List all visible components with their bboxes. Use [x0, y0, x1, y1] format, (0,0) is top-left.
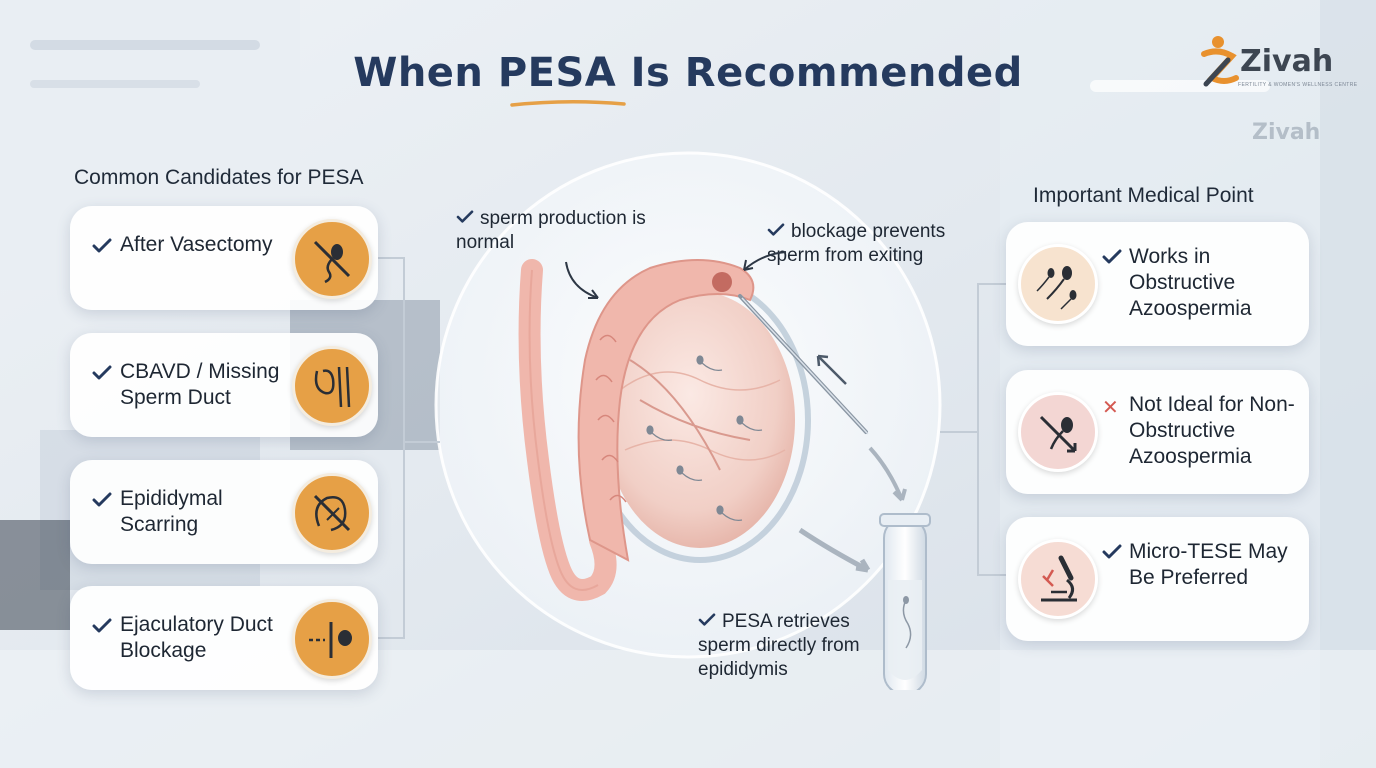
blocked-duct-icon — [292, 599, 372, 679]
annotation-text: sperm production is normal — [456, 208, 646, 253]
logo-name: Zivah — [1240, 44, 1334, 79]
sperm-group-icon — [1018, 244, 1098, 324]
candidate-card-vasectomy: After Vasectomy — [70, 206, 378, 310]
annotation-text: PESA retrieves sperm directly from epidi… — [698, 611, 860, 680]
testis-epididymis-illustration — [518, 259, 931, 690]
candidate-card-cbavd: CBAVD / Missing Sperm Duct — [70, 333, 378, 437]
candidate-label: After Vasectomy — [120, 233, 273, 256]
crossed-sperm-icon — [1018, 392, 1098, 472]
blockage-site — [712, 272, 732, 292]
medical-point-card-obstructive: Works in Obstructive Azoospermia — [1006, 222, 1309, 346]
title-accent: PESA — [497, 50, 617, 96]
candidate-label: Ejaculatory Duct Blockage — [120, 613, 273, 662]
check-icon — [92, 238, 112, 253]
medical-point-label: Works in Obstructive Azoospermia — [1129, 245, 1252, 320]
to-tube-arrow — [868, 446, 904, 501]
title-underline — [510, 99, 626, 107]
medical-point-card-non-obstructive: ✕ Not Ideal for Non-Obstructive Azoosper… — [1006, 370, 1309, 494]
check-icon — [698, 613, 716, 626]
check-icon — [92, 492, 112, 507]
microscope-icon — [1018, 539, 1098, 619]
logo-tagline: FERTILITY & WOMEN'S WELLNESS CENTRE — [1238, 82, 1358, 88]
check-icon — [92, 365, 112, 380]
title-suffix: Is Recommended — [616, 50, 1023, 96]
candidate-card-ejaculatory: Ejaculatory Duct Blockage — [70, 586, 378, 690]
annotation-retrieval: PESA retrieves sperm directly from epidi… — [698, 610, 898, 682]
cross-icon: ✕ — [1102, 397, 1119, 419]
no-sperm-icon — [292, 219, 372, 299]
production-pointer-arrow — [565, 261, 599, 299]
check-icon — [1102, 249, 1122, 264]
check-icon — [767, 223, 785, 236]
check-icon — [1102, 544, 1122, 559]
blockage-pointer-arrow — [743, 251, 787, 271]
annotation-text: blockage prevents sperm from exiting — [767, 221, 946, 266]
epididymis — [577, 259, 755, 562]
medical-point-label: Micro-TESE May Be Preferred — [1129, 540, 1288, 589]
annotation-blockage: blockage prevents sperm from exiting — [767, 220, 977, 268]
annotation-production: sperm production is normal — [456, 207, 656, 255]
testis — [605, 292, 795, 548]
wall-logo-text: Zivah — [1252, 120, 1321, 145]
medical-point-card-micro-tese: Micro-TESE May Be Preferred — [1006, 517, 1309, 641]
medical-point-label: Not Ideal for Non-Obstructive Azoospermi… — [1129, 393, 1295, 468]
candidate-card-scarring: Epididymal Scarring — [70, 460, 378, 564]
check-icon — [92, 618, 112, 633]
left-section-heading: Common Candidates for PESA — [74, 166, 364, 189]
zivah-logo — [1201, 36, 1239, 87]
page-title: When PESA Is Recommended — [0, 50, 1376, 96]
duct-anatomy-icon — [292, 346, 372, 426]
needle-direction-arrow — [817, 355, 847, 385]
check-icon — [456, 210, 474, 223]
right-section-heading: Important Medical Point — [1033, 184, 1254, 207]
retrieval-arrow — [798, 527, 870, 573]
candidate-label: CBAVD / Missing Sperm Duct — [120, 360, 280, 409]
candidate-label: Epididymal Scarring — [120, 487, 223, 536]
scarring-icon — [292, 473, 372, 553]
title-prefix: When — [353, 50, 498, 96]
